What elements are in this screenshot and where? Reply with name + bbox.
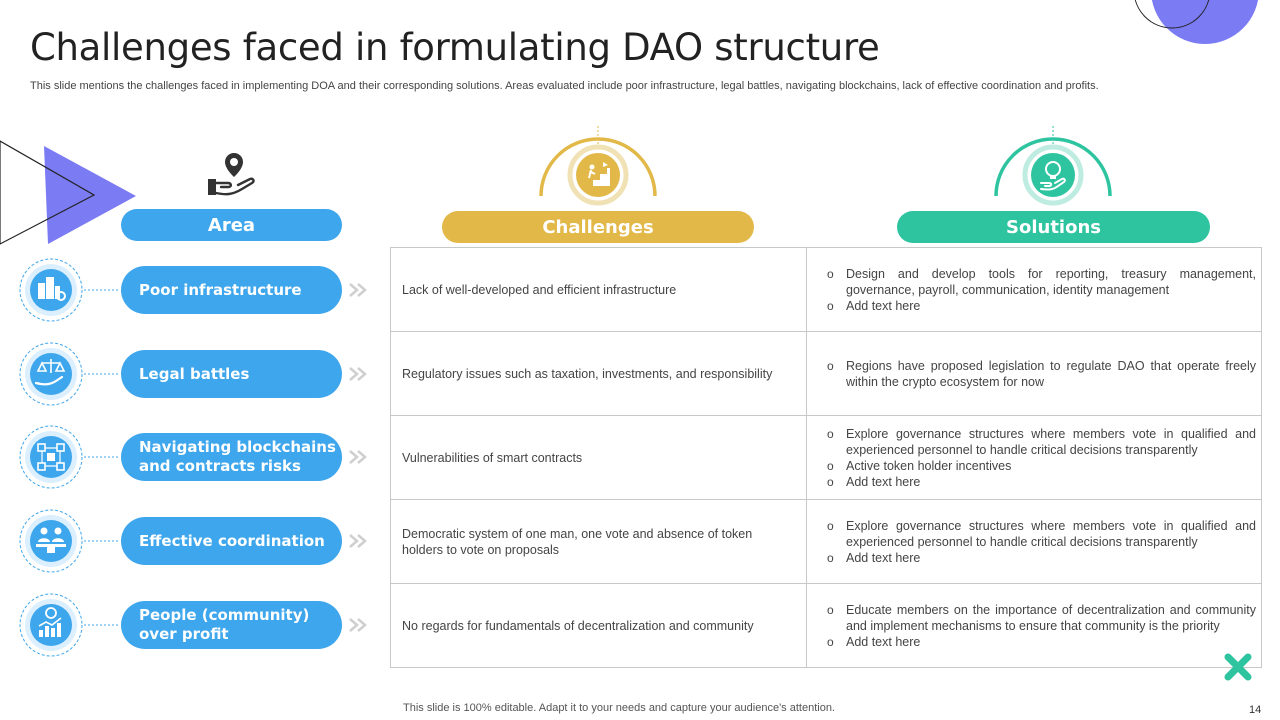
challenge-cell: No regards for fundamentals of decentral…	[390, 583, 807, 668]
blockchain-network-icon	[18, 424, 84, 490]
solution-cell: Design and develop tools for reporting, …	[806, 247, 1262, 332]
solution-bullet: Explore governance structures where memb…	[827, 426, 1256, 458]
challenge-cell: Lack of well-developed and efficient inf…	[390, 247, 807, 332]
team-meeting-icon	[18, 508, 84, 574]
solution-bullet: Add text here	[827, 298, 1256, 314]
stairs-goal-icon	[586, 162, 610, 186]
table-row: No regards for fundamentals of decentral…	[390, 583, 1262, 668]
purple-triangle-decoration	[44, 146, 136, 244]
close-x-icon[interactable]	[1223, 652, 1253, 682]
chevron-right-icon	[349, 618, 367, 632]
solution-bullet: Design and develop tools for reporting, …	[827, 266, 1256, 298]
area-pill-poor-infrastructure: Poor infrastructure	[121, 266, 342, 314]
area-header: Area	[121, 209, 342, 241]
outline-circle-decoration	[1134, 0, 1210, 29]
table-row: Democratic system of one man, one vote a…	[390, 499, 1262, 584]
solution-bullet: Educate members on the importance of dec…	[827, 602, 1256, 634]
purple-circle-decoration	[1151, 0, 1259, 44]
solution-cell: Educate members on the importance of dec…	[806, 583, 1262, 668]
solution-bullet: Add text here	[827, 474, 1256, 490]
challenges-header: Challenges	[442, 211, 754, 243]
challenge-cell: Democratic system of one man, one vote a…	[390, 499, 807, 584]
solutions-header: Solutions	[897, 211, 1210, 243]
area-pill-navigating-blockchains: Navigating blockchains and contracts ris…	[121, 433, 342, 481]
solution-cell: Regions have proposed legislation to reg…	[806, 331, 1262, 416]
solution-cell: Explore governance structures where memb…	[806, 499, 1262, 584]
solution-bullet: Active token holder incentives	[827, 458, 1256, 474]
outline-triangle-decoration	[0, 140, 96, 245]
area-pill-legal-battles: Legal battles	[121, 350, 342, 398]
slide-subtitle: This slide mentions the challenges faced…	[30, 80, 1099, 92]
solution-cell: Explore governance structures where memb…	[806, 415, 1262, 500]
chevron-right-icon	[349, 450, 367, 464]
location-hand-icon	[208, 153, 255, 196]
area-pill-effective-coordination: Effective coordination	[121, 517, 342, 565]
scales-hand-icon	[18, 341, 84, 407]
page-number: 14	[1249, 704, 1262, 716]
chevron-right-icon	[349, 283, 367, 297]
solution-bullet: Add text here	[827, 550, 1256, 566]
table-row: Lack of well-developed and efficient inf…	[390, 247, 1262, 332]
challenge-cell: Vulnerabilities of smart contracts	[390, 415, 807, 500]
buildings-gear-icon	[18, 257, 84, 323]
table-row: Regulatory issues such as taxation, inve…	[390, 331, 1262, 416]
solution-bullet: Add text here	[827, 634, 1256, 650]
coin-growth-chart-icon	[18, 592, 84, 658]
solution-bullet: Regions have proposed legislation to reg…	[827, 358, 1256, 390]
challenge-cell: Regulatory issues such as taxation, inve…	[390, 331, 807, 416]
chevron-right-icon	[349, 367, 367, 381]
area-pill-people-over-profit: People (community) over profit	[121, 601, 342, 649]
idea-hand-icon	[1040, 161, 1066, 191]
slide-title: Challenges faced in formulating DAO stru…	[30, 26, 880, 69]
solution-bullet: Explore governance structures where memb…	[827, 518, 1256, 550]
chevron-right-icon	[349, 534, 367, 548]
challenges-solutions-table: Lack of well-developed and efficient inf…	[390, 247, 1262, 668]
table-row: Vulnerabilities of smart contracts Explo…	[390, 415, 1262, 500]
slide-footer: This slide is 100% editable. Adapt it to…	[403, 702, 835, 714]
